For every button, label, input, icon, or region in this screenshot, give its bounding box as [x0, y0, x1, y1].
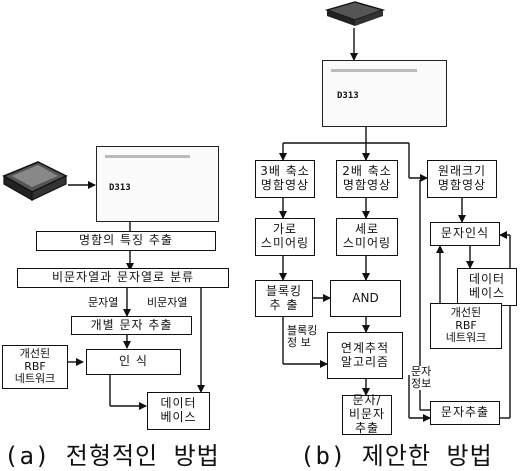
- node-char-nonchar-extraction: 문자/ 비문자 추출: [342, 395, 392, 435]
- business-card-image-right: D313: [322, 60, 447, 127]
- label-blocking-info: 블록킹 정 보: [287, 325, 317, 349]
- node-3x-reduced-image: 3배 축소 명함영상: [255, 160, 315, 198]
- node-classify: 비문자열과 문자열로 분류: [17, 268, 229, 288]
- label-string: 문자열: [88, 297, 118, 309]
- node-connectivity-algorithm: 연계추적 알고리즘: [327, 332, 403, 379]
- label-char-info: 문자 정보: [411, 366, 431, 390]
- label-nonstring: 비문자열: [147, 297, 187, 309]
- caption-typical-method: (a) 전형적인 방법: [4, 436, 220, 471]
- card-code-right: D313: [337, 91, 359, 101]
- business-card-image-left: D313: [96, 146, 219, 222]
- node-original-image: 원래크기 명함영상: [427, 160, 497, 198]
- node-database-right: 데이터 베이스: [457, 268, 517, 306]
- node-character-extraction: 문자추출: [430, 401, 500, 425]
- node-database-left: 데이터 베이스: [147, 392, 210, 430]
- scanner-icon: [2, 158, 68, 204]
- node-2x-reduced-image: 2배 축소 명함영상: [336, 160, 398, 198]
- node-blocking-extraction: 블록킹 추 출: [255, 280, 313, 317]
- node-recognition: 인 식: [86, 349, 181, 375]
- node-vertical-smearing: 세로 스미어링: [336, 218, 398, 256]
- caption-proposed-method: (b) 제안한 방법: [300, 436, 493, 471]
- card-code-left: D313: [109, 183, 131, 193]
- node-horizontal-smearing: 가로 스미어링: [255, 218, 315, 256]
- node-character-recognition: 문자인식: [430, 222, 500, 246]
- scanner-icon-right: [325, 0, 385, 28]
- node-and: AND: [330, 280, 401, 317]
- node-rbf-network-right: 개선된 RBF 네트워크: [430, 303, 502, 349]
- node-rbf-network-left: 개선된 RBF 네트워크: [2, 345, 68, 389]
- node-feature-extraction: 명함의 특징 추출: [36, 231, 216, 251]
- node-char-extraction: 개별 문자 추출: [71, 316, 192, 335]
